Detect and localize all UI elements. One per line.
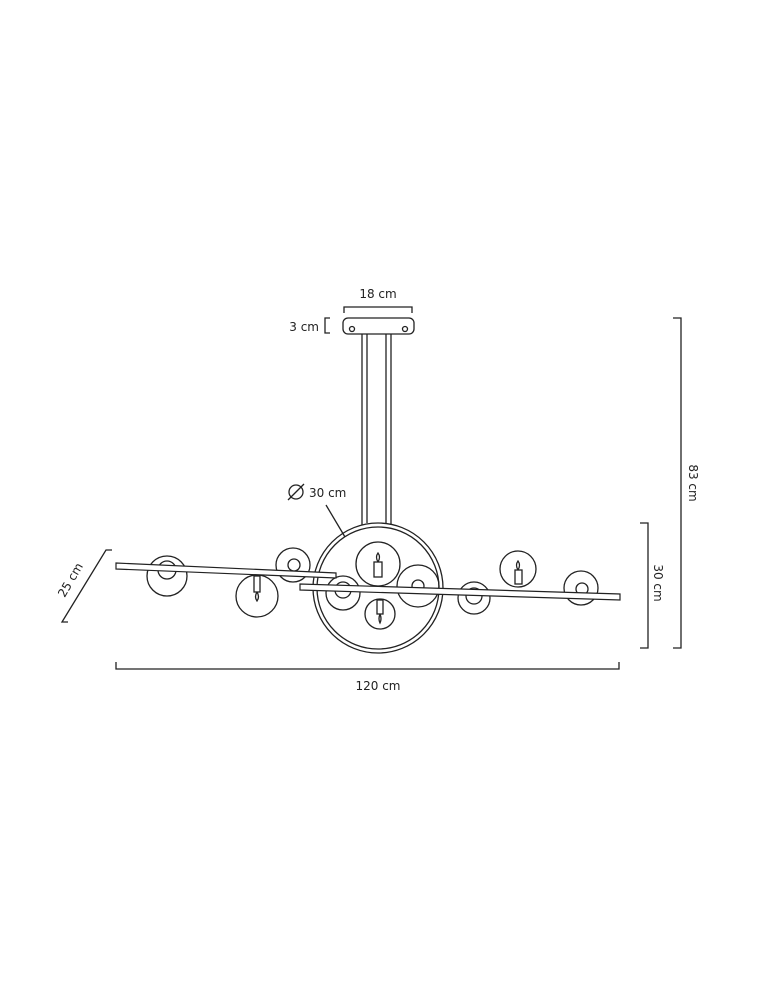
right-arm-bar bbox=[299, 583, 621, 601]
ring-diameter-label: 30 cm bbox=[309, 486, 346, 500]
suspension-rods bbox=[361, 334, 392, 525]
globe bbox=[275, 547, 311, 583]
globe bbox=[396, 564, 440, 608]
globe bbox=[457, 581, 491, 615]
dimension-depth: 25 cm bbox=[55, 549, 112, 623]
globe bbox=[146, 555, 188, 597]
dimension-total-width: 120 cm bbox=[115, 662, 620, 693]
globe bbox=[325, 575, 361, 611]
total-width-label: 120 cm bbox=[355, 679, 400, 693]
dimension-canopy-height: 3 cm bbox=[289, 317, 330, 334]
body-height-label: 30 cm bbox=[651, 564, 665, 601]
left-arm-bar bbox=[115, 562, 337, 579]
globe bbox=[355, 541, 401, 587]
canopy-width-label: 18 cm bbox=[359, 287, 396, 301]
depth-label: 25 cm bbox=[55, 560, 86, 599]
dimension-body-height: 30 cm bbox=[640, 522, 665, 649]
dimension-total-height: 83 cm bbox=[673, 317, 700, 649]
dimension-ring-diameter: 30 cm bbox=[287, 483, 346, 538]
canopy bbox=[342, 317, 415, 335]
globe bbox=[499, 550, 537, 588]
globe bbox=[235, 574, 279, 618]
globes bbox=[146, 541, 599, 630]
dimension-canopy-width: 18 cm bbox=[343, 287, 413, 313]
globe bbox=[563, 570, 599, 606]
canopy-height-label: 3 cm bbox=[289, 320, 319, 334]
total-height-label: 83 cm bbox=[686, 464, 700, 501]
globe bbox=[364, 598, 396, 630]
